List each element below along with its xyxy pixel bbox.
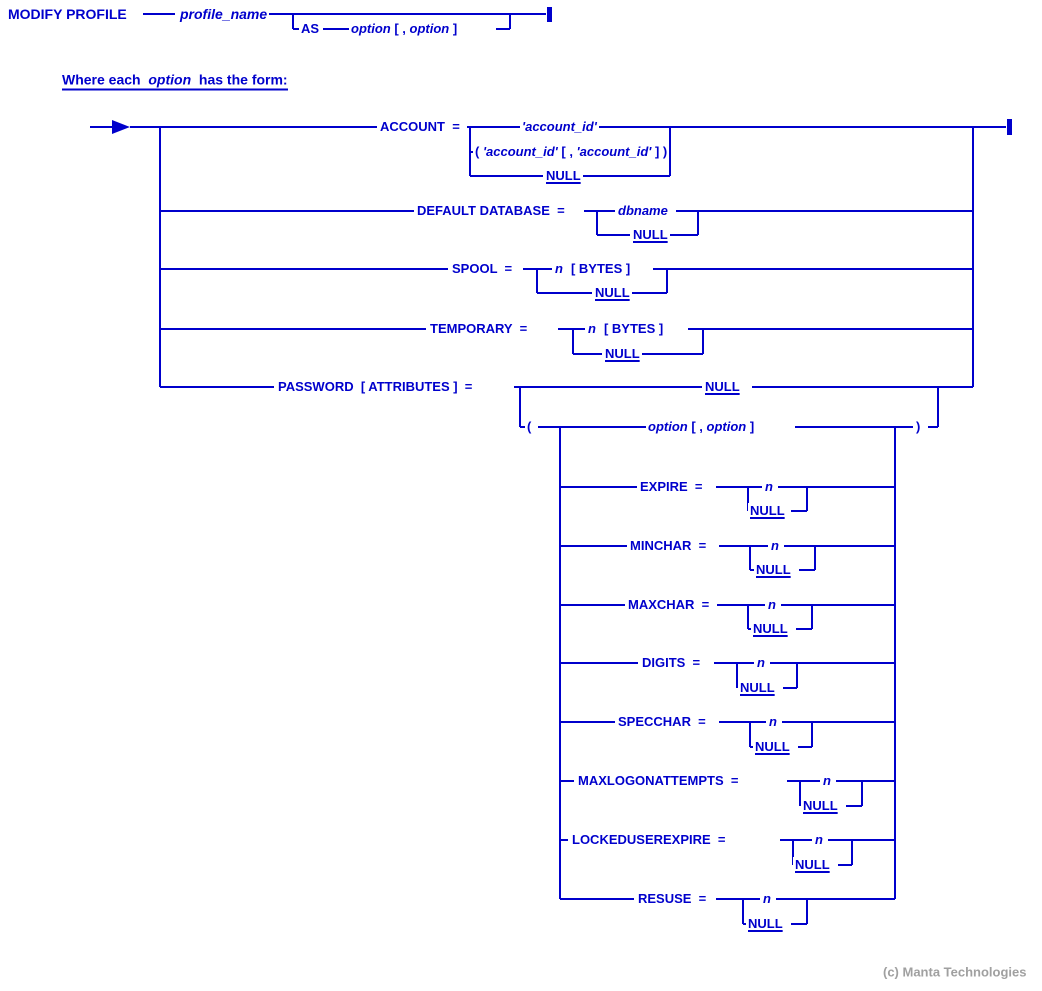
keyword-as: AS (299, 21, 322, 37)
paren-open: ( (475, 144, 483, 159)
var-n: n (769, 538, 781, 554)
option-end-marker (1007, 119, 1012, 135)
repeat-open-bracket: [ , (390, 21, 410, 36)
null-link-maxchar[interactable]: NULL (751, 621, 790, 637)
var-n: n (821, 773, 833, 789)
keyword-password-attributes: PASSWORD [ ATTRIBUTES ] = (276, 379, 475, 395)
subtitle-post: has the form: (191, 71, 288, 88)
keyword-minchar: MINCHAR = (628, 538, 709, 554)
password-option-group: option [ , option ] (646, 419, 757, 435)
keyword-maxlogonattempts: MAXLOGONATTEMPTS = (576, 773, 741, 789)
var-n: n (755, 655, 767, 671)
keyword-expire: EXPIRE = (638, 479, 705, 495)
null-link-temporary[interactable]: NULL (603, 346, 642, 362)
spool-value-group: n [ BYTES ] (553, 261, 633, 277)
account-id-list-alternative: ( 'account_id' [ , 'account_id' ] ) (473, 144, 670, 160)
password-paren-close: ) (914, 419, 923, 435)
keyword-modify-profile: MODIFY PROFILE (6, 6, 129, 22)
null-link-specchar[interactable]: NULL (753, 739, 792, 755)
bytes-bracket: [ BYTES ] (570, 261, 631, 276)
repeat-open-bracket: [ , (557, 144, 577, 159)
null-link-minchar[interactable]: NULL (754, 562, 793, 578)
null-link-password[interactable]: NULL (703, 379, 742, 395)
as-option-group: option [ , option ] (349, 21, 460, 37)
subtitle-where-each-option: Where each option has the form: (62, 72, 288, 91)
options-rail (90, 126, 1006, 899)
bytes-bracket: [ BYTES ] (603, 321, 664, 336)
keyword-specchar: SPECCHAR = (616, 714, 708, 730)
keyword-lockeduserexpire: LOCKEDUSEREXPIRE = (570, 832, 728, 848)
var-profile-name: profile_name (178, 6, 270, 22)
repeat-close-bracket: ] (746, 419, 755, 434)
null-link-maxlogonattempts[interactable]: NULL (801, 798, 840, 814)
var-option: option (351, 21, 391, 36)
var-account-id-2: 'account_id' (576, 144, 652, 159)
var-option-repeat: option (409, 21, 450, 36)
var-option-repeat: option (706, 419, 747, 434)
null-link-lockeduserexpire[interactable]: NULL (793, 857, 832, 873)
null-link-expire[interactable]: NULL (748, 503, 787, 519)
var-n: n (813, 832, 825, 848)
statement-end-marker (547, 7, 552, 22)
password-options-rail (560, 486, 895, 925)
null-link-spool[interactable]: NULL (593, 285, 632, 301)
keyword-resuse: RESUSE = (636, 891, 709, 907)
var-n: n (767, 714, 779, 730)
subtitle-var-option: option (148, 71, 192, 88)
keyword-maxchar: MAXCHAR = (626, 597, 712, 613)
null-link-default-database[interactable]: NULL (631, 227, 670, 243)
var-n: n (555, 261, 563, 276)
copyright-notice: (c) Manta Technologies (883, 964, 1027, 980)
var-n: n (766, 597, 778, 613)
repeat-open-bracket: [ , (687, 419, 707, 434)
var-dbname: dbname (616, 203, 670, 219)
null-link-digits[interactable]: NULL (738, 680, 777, 696)
keyword-temporary: TEMPORARY = (428, 321, 530, 337)
null-link-resuse[interactable]: NULL (746, 916, 785, 932)
var-n: n (761, 891, 773, 907)
password-paren-open: ( (525, 419, 534, 435)
paren-close: ] ) (651, 144, 668, 159)
entry-arrow-icon (112, 120, 130, 134)
subtitle-pre: Where each (62, 71, 149, 88)
statement-rail (143, 13, 546, 30)
var-n: n (588, 321, 596, 336)
keyword-account: ACCOUNT = (378, 119, 462, 135)
temporary-value-group: n [ BYTES ] (586, 321, 666, 337)
var-option: option (648, 419, 688, 434)
keyword-default-database: DEFAULT DATABASE = (415, 203, 567, 219)
keyword-spool: SPOOL = (450, 261, 515, 277)
var-account-id: 'account_id' (520, 119, 599, 135)
var-account-id-1: 'account_id' (482, 144, 558, 159)
null-link-account[interactable]: NULL (544, 168, 583, 184)
repeat-close-bracket: ] (449, 21, 458, 36)
keyword-digits: DIGITS = (640, 655, 703, 671)
var-n: n (763, 479, 775, 495)
